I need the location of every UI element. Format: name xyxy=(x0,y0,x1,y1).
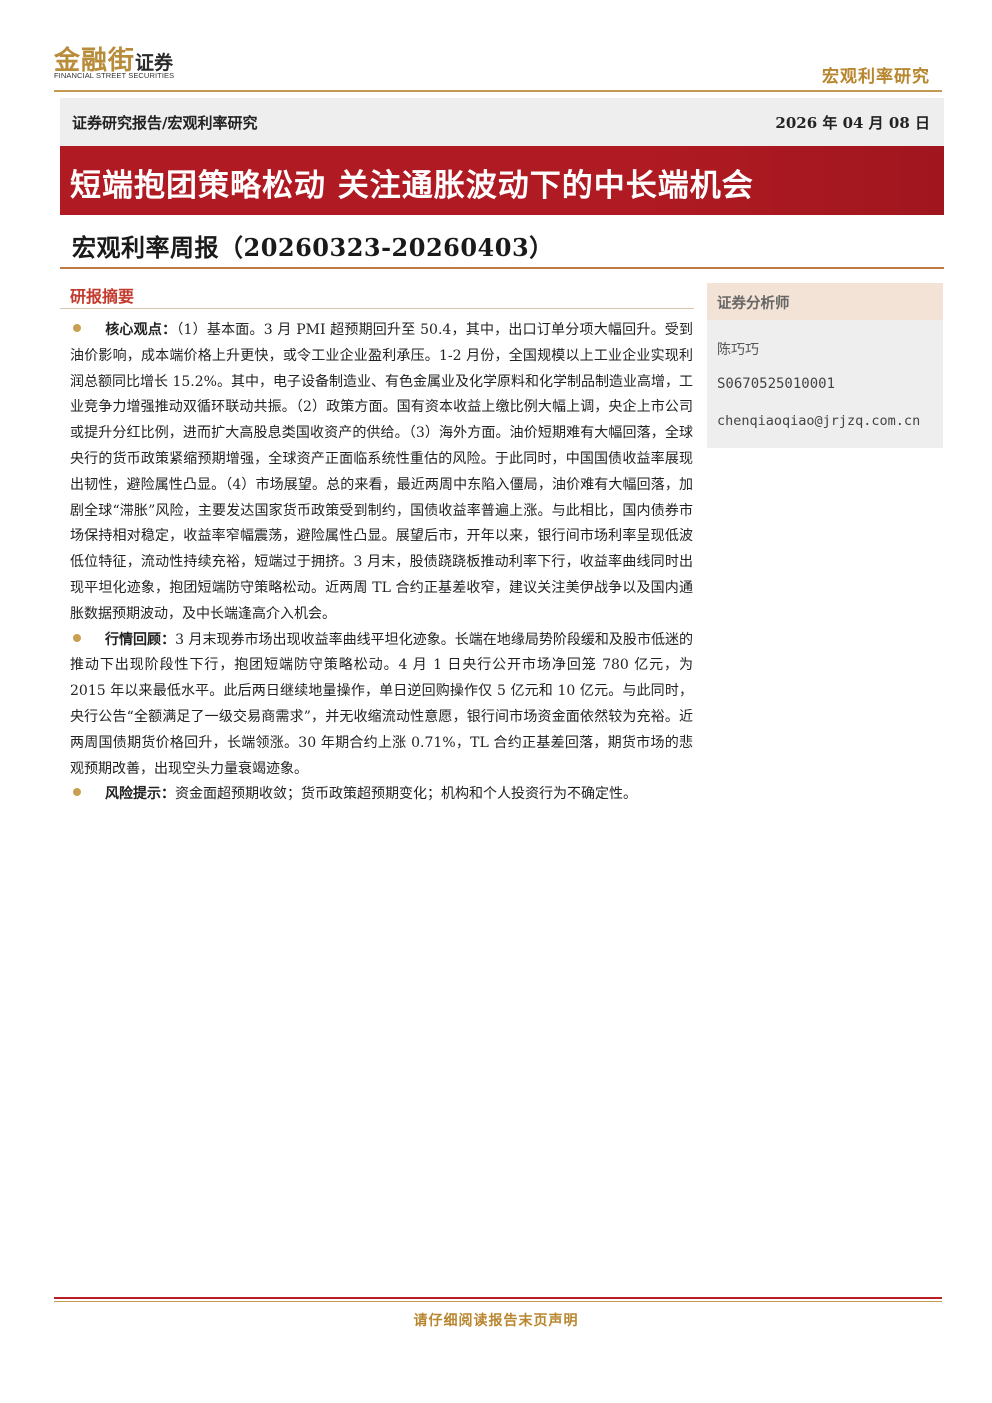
bullet-icon xyxy=(73,788,81,797)
logo-chinese: 金融街证券 xyxy=(54,46,174,76)
list-item-label: 行情回顾： xyxy=(105,631,176,648)
analyst-email[interactable]: chenqiaoqiao@jrjzq.com.cn xyxy=(717,413,921,429)
logo-english: FINANCIAL STREET SECURITIES xyxy=(54,71,175,80)
report-date: 2026 年 04 月 08 日 xyxy=(775,114,930,132)
list-item-core-view: 核心观点：（1）基本面。3 月 PMI 超预期回升至 50.4，其中，出口订单分… xyxy=(70,318,693,628)
report-category: 宏观利率研究 xyxy=(822,67,930,87)
footer-disclaimer-note: 请仔细阅读报告末页声明 xyxy=(413,1313,579,1329)
analyst-name: 陈巧巧 xyxy=(717,342,759,358)
list-item-label: 核心观点： xyxy=(105,322,177,338)
abstract-heading: 研报摘要 xyxy=(70,287,135,306)
abstract-content: 核心观点：（1）基本面。3 月 PMI 超预期回升至 50.4，其中，出口订单分… xyxy=(70,318,693,808)
analyst-panel-header: 证券分析师 xyxy=(707,283,943,320)
list-item-risk: 风险提示：资金面超预期收敛；货币政策超预期变化；机构和个人投资行为不确定性。 xyxy=(70,782,693,808)
list-item-market-review: 行情回顾：3 月末现券市场出现收益率曲线平坦化迹象。长端在地缘局势阶段缓和及股市… xyxy=(70,628,693,783)
list-item-text: 资金面超预期收敛；货币政策超预期变化；机构和个人投资行为不确定性。 xyxy=(175,786,637,803)
list-item-text: 3 月末现券市场出现收益率曲线平坦化迹象。长端在地缘局势阶段缓和及股市低迷的推动… xyxy=(70,631,693,777)
list-item-text: （1）基本面。3 月 PMI 超预期回升至 50.4，其中，出口订单分项大幅回升… xyxy=(70,322,693,622)
bullet-icon xyxy=(73,324,81,332)
breadcrumb: 证券研究报告/宏观利率研究 xyxy=(72,114,258,132)
breadcrumb-bar: 证券研究报告/宏观利率研究 2026 年 04 月 08 日 xyxy=(60,98,944,146)
title-banner: 短端抱团策略松动 关注通胀波动下的中长端机会 xyxy=(60,146,944,215)
subtitle-divider xyxy=(60,267,944,269)
analyst-panel: 证券分析师 陈巧巧 S0670525010001 chenqiaoqiao@jr… xyxy=(707,283,943,448)
bullet-icon xyxy=(73,633,81,642)
footer-divider-gold xyxy=(54,1301,942,1302)
report-subtitle: 宏观利率周报（20260323-20260403） xyxy=(72,233,554,262)
header-divider xyxy=(54,90,942,92)
analyst-heading: 证券分析师 xyxy=(717,295,790,312)
abstract-divider xyxy=(60,308,694,309)
company-logo: 金融街证券 FINANCIAL STREET SECURITIES xyxy=(54,40,204,84)
footer-divider-red xyxy=(54,1297,942,1299)
page-title: 短端抱团策略松动 关注通胀波动下的中长端机会 xyxy=(70,168,754,204)
analyst-certificate: S0670525010001 xyxy=(717,376,836,392)
list-item-label: 风险提示： xyxy=(105,786,175,803)
